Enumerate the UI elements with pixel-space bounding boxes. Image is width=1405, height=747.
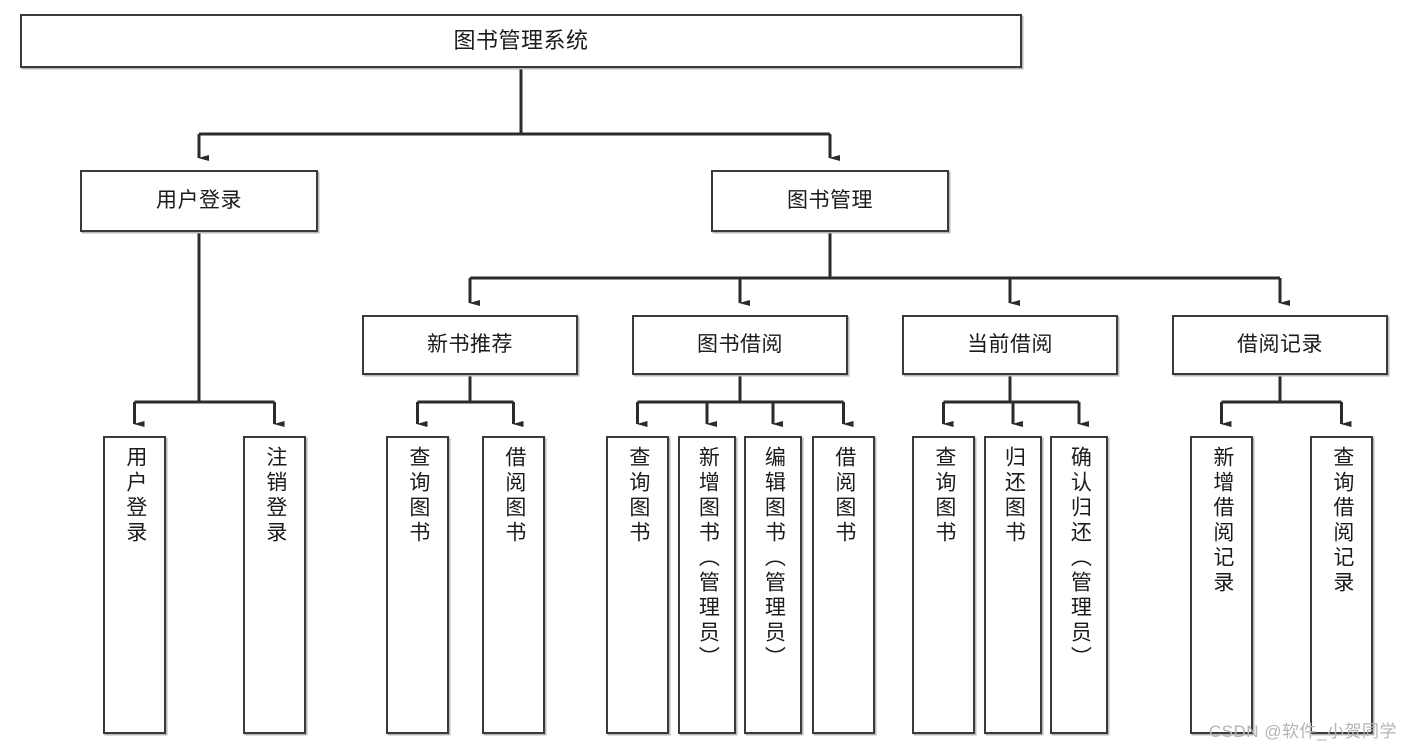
node-label: 新书推荐 [427,332,513,356]
node-l2b[interactable]: 图书借阅 [632,315,848,375]
node-leaf3[interactable]: 查询图书 [386,436,449,734]
node-label: 借阅图书 [832,446,856,546]
node-label: 用户登录 [156,188,242,212]
node-label: 查询图书 [406,446,430,546]
node-label: 编辑图书（管理员） [762,446,786,671]
node-leaf5[interactable]: 查询图书 [606,436,669,734]
node-label: 借阅记录 [1237,332,1323,356]
node-root[interactable]: 图书管理系统 [20,14,1022,68]
node-l1a[interactable]: 用户登录 [80,170,318,232]
node-leaf12[interactable]: 新增借阅记录 [1190,436,1253,734]
node-label: 确认归还（管理员） [1068,446,1092,671]
node-leaf13[interactable]: 查询借阅记录 [1310,436,1373,734]
node-label: 当前借阅 [967,332,1053,356]
node-leaf6[interactable]: 新增图书（管理员） [678,436,736,734]
node-label: 新增借阅记录 [1210,446,1234,596]
node-label: 借阅图书 [502,446,526,546]
node-leaf9[interactable]: 查询图书 [912,436,975,734]
node-leaf7[interactable]: 编辑图书（管理员） [744,436,802,734]
node-label: 用户登录 [123,446,147,546]
node-l2a[interactable]: 新书推荐 [362,315,578,375]
node-l2d[interactable]: 借阅记录 [1172,315,1388,375]
node-label: 图书管理系统 [453,28,589,54]
node-leaf4[interactable]: 借阅图书 [482,436,545,734]
node-label: 查询图书 [626,446,650,546]
node-label: 查询图书 [932,446,956,546]
node-leaf1[interactable]: 用户登录 [103,436,166,734]
node-l2c[interactable]: 当前借阅 [902,315,1118,375]
node-leaf10[interactable]: 归还图书 [984,436,1042,734]
node-leaf2[interactable]: 注销登录 [243,436,306,734]
node-label: 注销登录 [263,446,287,546]
node-leaf11[interactable]: 确认归还（管理员） [1050,436,1108,734]
node-label: 图书管理 [787,188,873,212]
node-label: 归还图书 [1002,446,1026,546]
watermark-label: CSDN @软件_小贺同学 [1208,722,1397,741]
node-label: 图书借阅 [697,332,783,356]
node-label: 新增图书（管理员） [696,446,720,671]
node-leaf8[interactable]: 借阅图书 [812,436,875,734]
node-l1b[interactable]: 图书管理 [711,170,949,232]
node-label: 查询借阅记录 [1330,446,1354,596]
